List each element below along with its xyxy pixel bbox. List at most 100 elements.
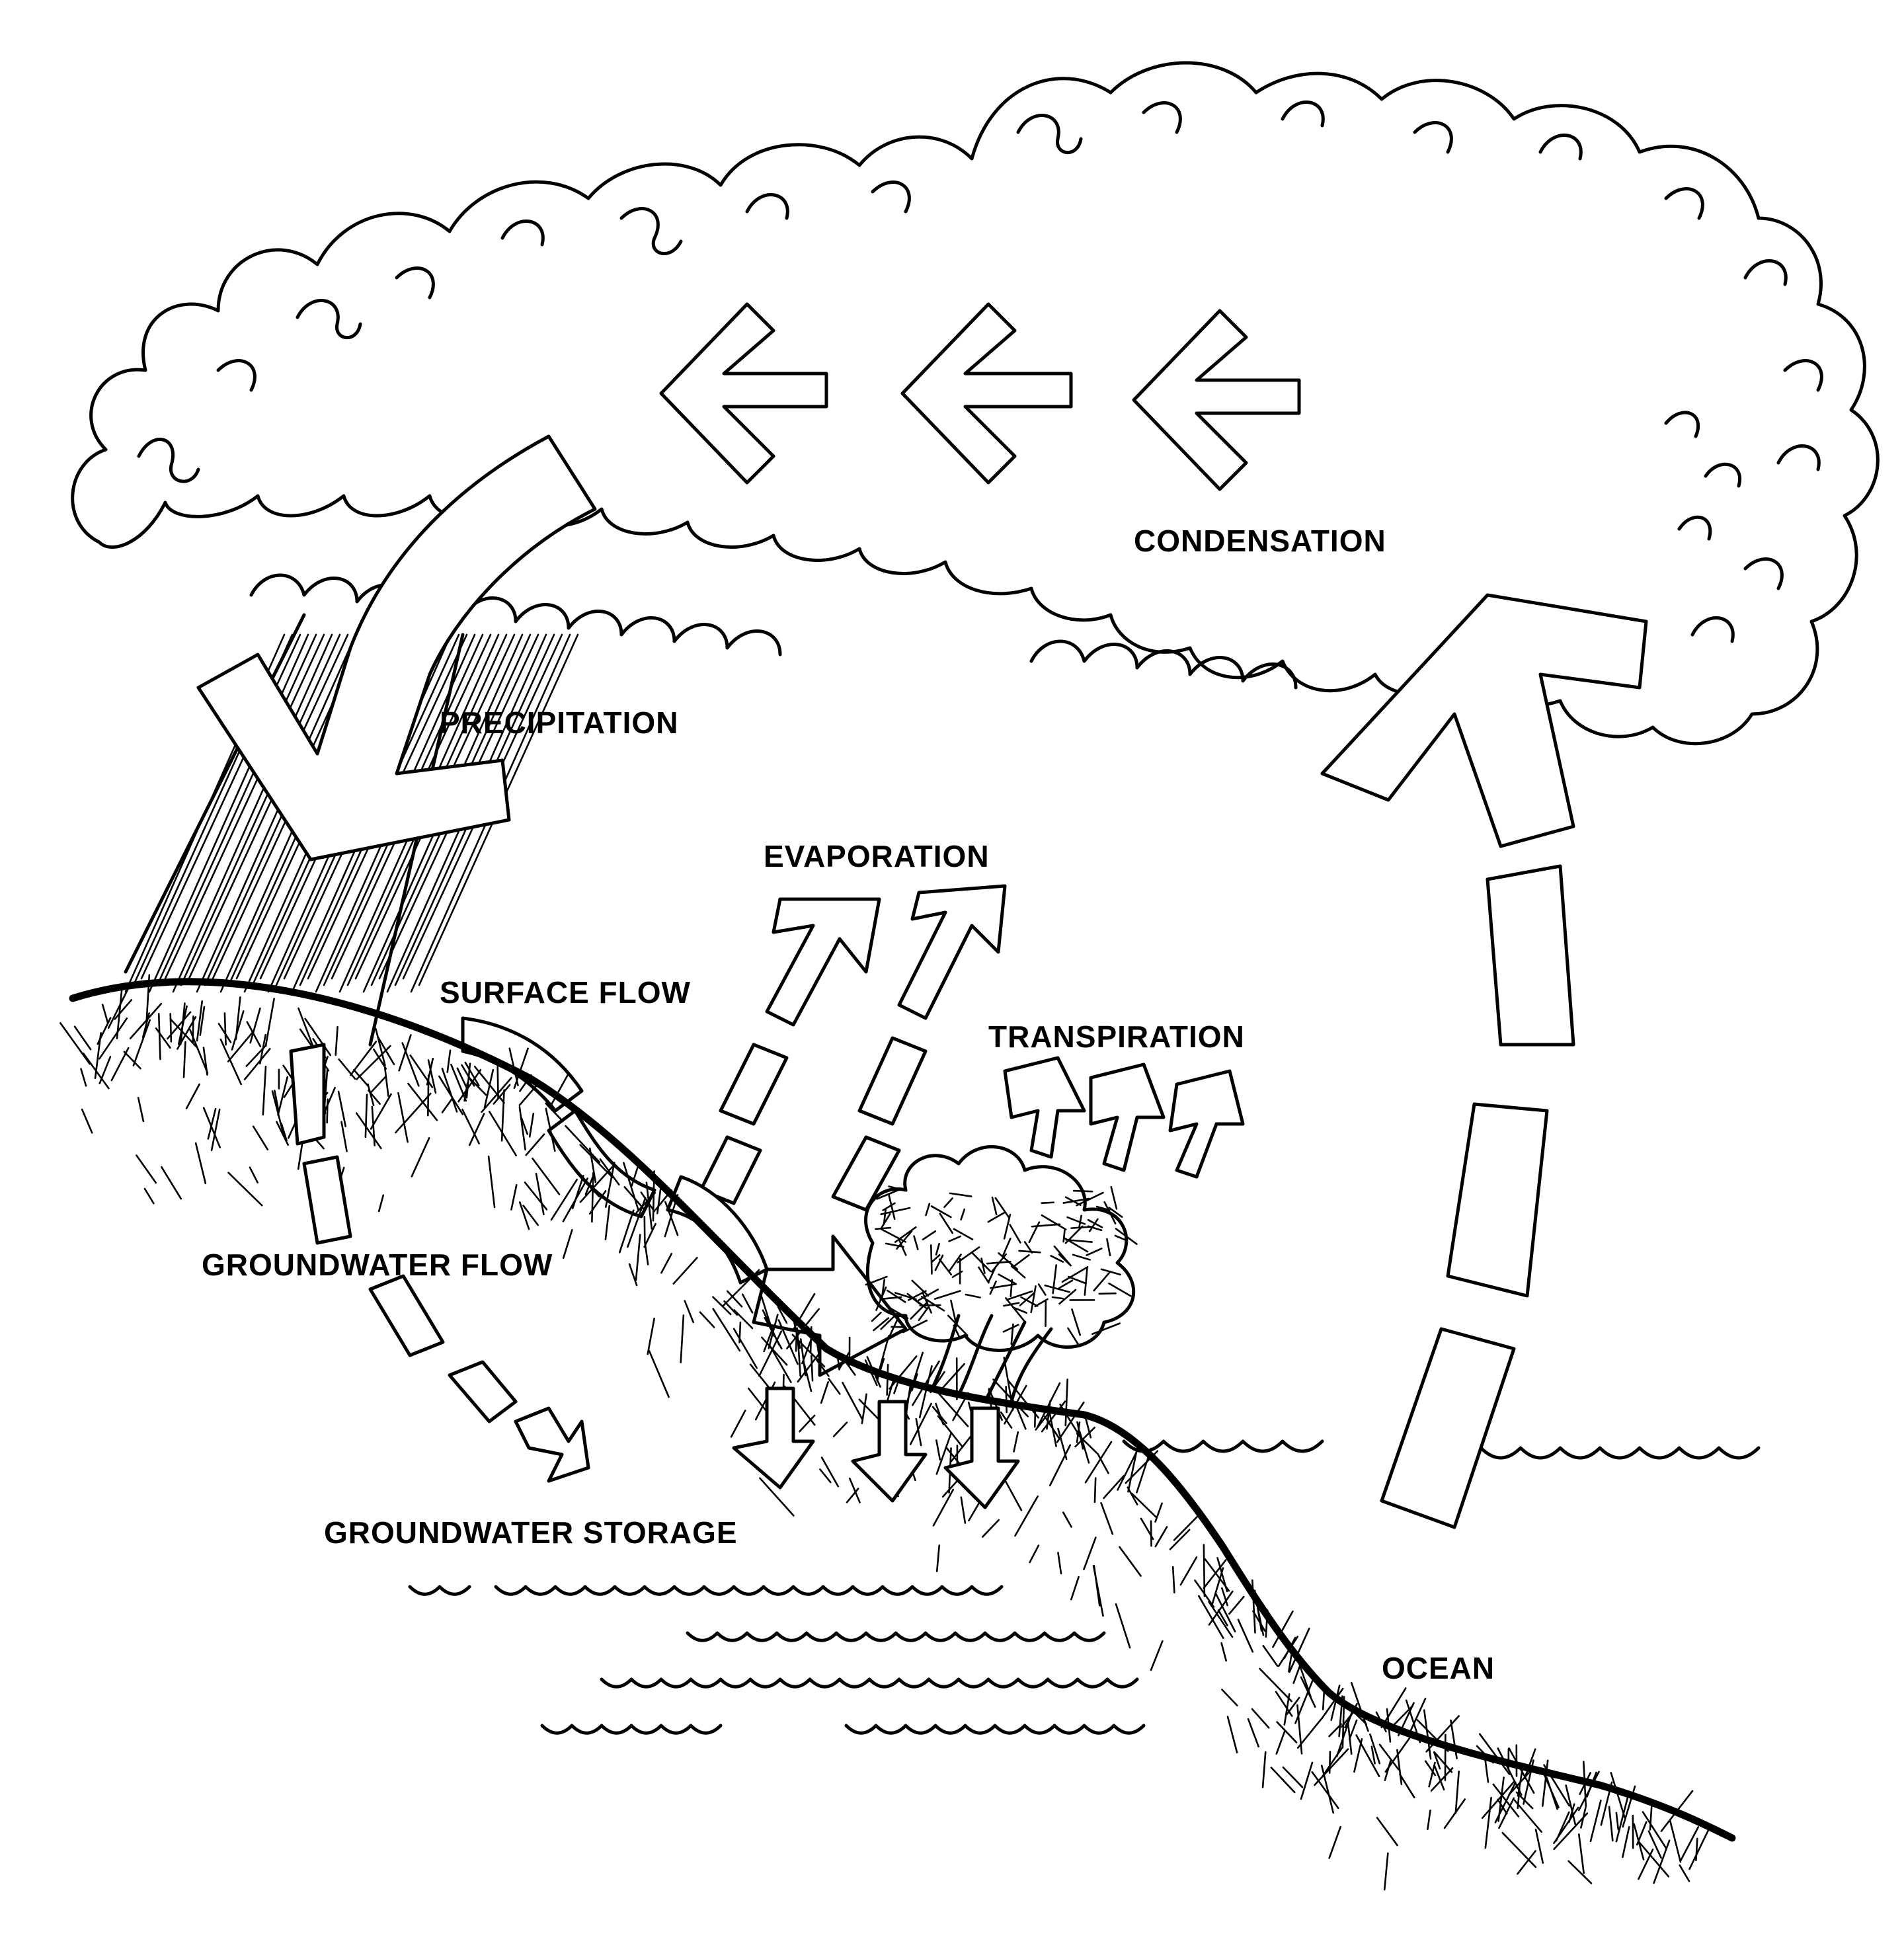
hatch-stroke <box>519 1074 532 1092</box>
hatch-stroke <box>623 1162 640 1212</box>
hatch-stroke <box>1300 1761 1314 1800</box>
hatch-stroke <box>1010 1265 1026 1279</box>
hatch-stroke <box>101 1004 109 1023</box>
precipitation-label: PRECIPITATION <box>440 705 679 740</box>
hatch-stroke <box>461 1108 480 1144</box>
hatch-stroke <box>1031 1223 1061 1228</box>
hatch-stroke <box>364 1094 368 1138</box>
hatch-stroke <box>876 1335 890 1378</box>
hatch-stroke <box>1066 1216 1086 1225</box>
hatch-stroke <box>1425 1715 1460 1753</box>
hatch-stroke <box>894 1226 917 1243</box>
hatch-stroke <box>981 1519 1000 1538</box>
hatch-stroke <box>1383 1852 1389 1891</box>
hatch-stroke <box>518 1106 526 1151</box>
hatch-stroke <box>370 1076 387 1093</box>
hatch-stroke <box>1405 1699 1421 1743</box>
hatch-stroke <box>949 1192 972 1197</box>
hatch-stroke <box>918 1365 933 1419</box>
hatch-stroke <box>1056 1279 1074 1290</box>
hatch-stroke <box>1154 1502 1163 1523</box>
hatch-stroke <box>883 1208 887 1226</box>
hatch-stroke <box>1328 1825 1341 1859</box>
hatch-stroke <box>948 1235 961 1242</box>
hatch-stroke <box>801 1338 813 1365</box>
hatch-stroke <box>935 1544 941 1572</box>
hatch-stroke <box>277 1076 288 1116</box>
hatch-stroke <box>1275 1730 1286 1755</box>
hatch-stroke <box>931 1254 941 1263</box>
hatch-stroke <box>777 1319 799 1365</box>
hatch-stroke <box>1642 1811 1667 1849</box>
hatch-stroke <box>948 1254 962 1272</box>
hatch-stroke <box>758 1330 783 1377</box>
hatch-stroke <box>1171 1566 1175 1594</box>
hatch-stroke <box>627 1197 647 1248</box>
hatch-stroke <box>1337 1696 1368 1726</box>
hatch-stroke <box>880 1207 911 1215</box>
hatch-stroke <box>1221 1689 1238 1706</box>
hatch-stroke <box>1376 1817 1398 1847</box>
hatch-stroke <box>397 1092 409 1143</box>
hatch-stroke <box>761 1336 788 1366</box>
hatch-stroke <box>1002 1237 1012 1258</box>
hatch-stroke <box>919 1304 941 1306</box>
hatch-stroke <box>280 1123 288 1142</box>
hatch-stroke <box>1555 1811 1570 1842</box>
hatch-stroke <box>971 1252 992 1273</box>
transpiration-label: TRANSPIRATION <box>988 1019 1245 1054</box>
hatch-stroke <box>889 1355 918 1390</box>
hatch-stroke <box>1369 1733 1381 1765</box>
hatch-stroke <box>1679 1826 1700 1862</box>
hatch-stroke <box>1615 1812 1620 1831</box>
hatch-stroke <box>1330 1685 1341 1722</box>
hatch-stroke <box>987 1265 997 1283</box>
hatch-stroke <box>939 1363 965 1391</box>
hatch-stroke <box>836 1351 840 1371</box>
hatch-stroke <box>1063 1237 1089 1253</box>
hatch-stroke <box>777 1306 788 1324</box>
hatch-stroke <box>188 633 349 980</box>
hatch-stroke <box>464 1061 480 1087</box>
hatch-stroke <box>1068 1275 1087 1285</box>
hatch-stroke <box>1072 1254 1091 1261</box>
condensation-arrows <box>659 302 1301 491</box>
hatch-stroke <box>1523 1748 1536 1779</box>
hatch-stroke <box>1610 1772 1626 1819</box>
hatch-stroke <box>1259 1667 1292 1702</box>
hatch-stroke <box>1398 1702 1415 1737</box>
hatch-stroke <box>1169 1529 1191 1550</box>
hatch-stroke <box>1600 1781 1613 1826</box>
hatch-stroke <box>730 1410 746 1438</box>
hatch-stroke <box>648 1349 670 1398</box>
hatch-stroke <box>1328 1751 1331 1774</box>
surface-flow-label: SURFACE FLOW <box>440 975 691 1010</box>
hatch-stroke <box>1430 1767 1454 1792</box>
hatch-stroke <box>1041 1400 1066 1433</box>
hatch-stroke <box>699 1311 715 1328</box>
hatch-stroke <box>645 1181 653 1230</box>
hatch-stroke <box>1450 1719 1458 1759</box>
hatch-stroke <box>1034 1298 1049 1308</box>
hatch-stroke <box>1014 1495 1039 1537</box>
hatch-stroke <box>1086 1248 1103 1256</box>
hatch-stroke <box>1064 1378 1068 1427</box>
hatch-stroke <box>1577 1771 1600 1812</box>
hatch-stroke <box>1276 1721 1298 1743</box>
hatch-stroke <box>304 1018 332 1057</box>
hatch-stroke <box>1253 1589 1263 1632</box>
hatch-stroke <box>1194 1579 1215 1608</box>
hatch-stroke <box>1084 1441 1113 1484</box>
hatch-stroke <box>1037 1382 1061 1428</box>
hatch-stroke <box>840 1355 856 1376</box>
hatch-stroke <box>1579 1772 1591 1795</box>
hatch-stroke <box>1217 1609 1228 1626</box>
hatch-stroke <box>1695 1837 1698 1862</box>
hatch-stroke <box>1125 1450 1159 1484</box>
hatch-stroke <box>1378 1743 1400 1771</box>
hatch-stroke <box>618 1209 635 1254</box>
hatch-stroke <box>1037 1283 1047 1296</box>
hatch-stroke <box>1261 1751 1267 1788</box>
hatch-stroke <box>848 1477 861 1503</box>
hatch-stroke <box>1384 1734 1413 1773</box>
